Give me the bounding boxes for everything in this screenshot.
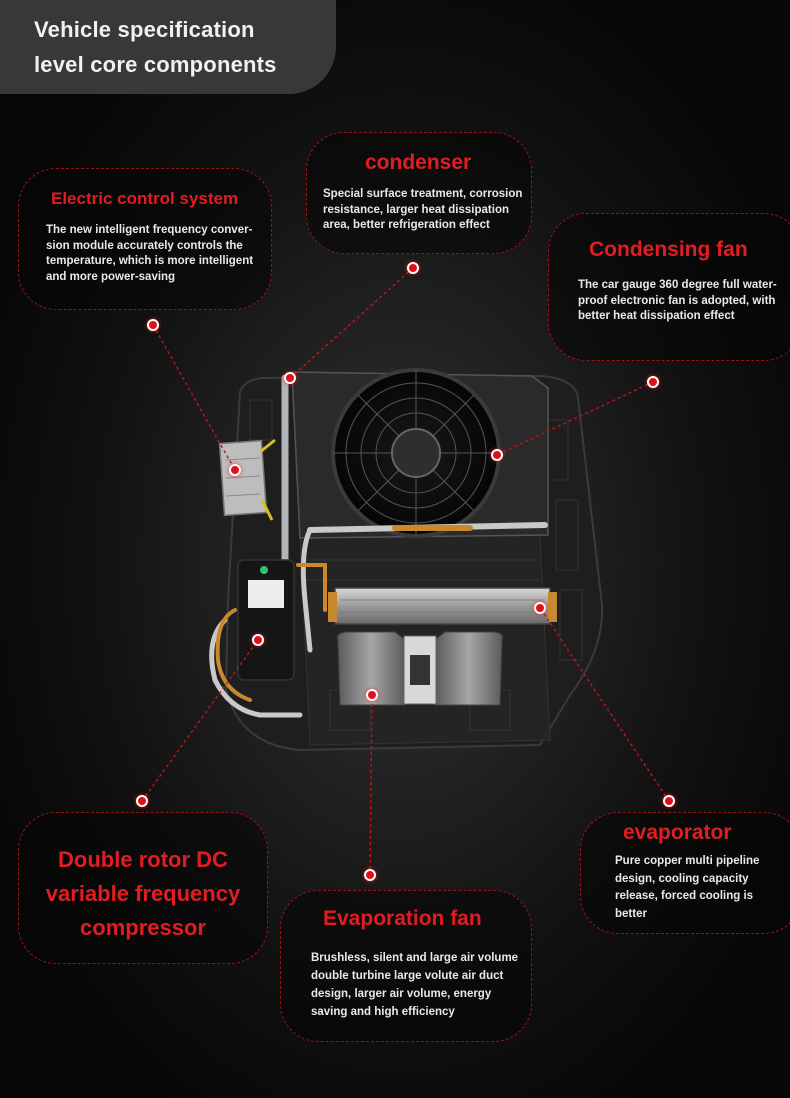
evaporator-coil	[328, 587, 557, 625]
marker-compressor-outer	[136, 795, 148, 807]
leader-lines	[141, 267, 670, 876]
marker-evapfan-outer	[364, 869, 376, 881]
callout-description: Pure copper multi pipeline design, cooli…	[615, 855, 760, 920]
callout-title: Condensing fan	[589, 238, 748, 261]
marker-evaporator-outer	[663, 795, 675, 807]
callout-description: The new intelligent frequency conver- si…	[46, 224, 254, 283]
callout-electric-control: Electric control system The new intellig…	[18, 168, 272, 310]
marker-compressor-inner	[252, 634, 264, 646]
callout-title: evaporator	[623, 821, 732, 844]
page-header: Vehicle specification level core compone…	[0, 0, 336, 94]
callout-description: The car gauge 360 degree full water- pro…	[578, 279, 777, 322]
marker-condfan-inner	[491, 449, 503, 461]
marker-evaporator-inner	[534, 602, 546, 614]
marker-condenser-outer	[407, 262, 419, 274]
marker-electric-outer	[147, 319, 159, 331]
callout-condensing-fan: Condensing fan The car gauge 360 degree …	[548, 213, 790, 361]
control-module	[218, 438, 276, 521]
marker-evapfan-inner	[366, 689, 378, 701]
callout-title: Electric control system	[51, 189, 239, 208]
callout-evaporation-fan: Evaporation fan Brushless, silent and la…	[280, 890, 532, 1042]
callout-title: condenser	[365, 151, 472, 174]
evaporation-blower	[337, 631, 503, 706]
callout-condenser: condenser Special surface treatment, cor…	[306, 132, 532, 254]
condenser-fan	[291, 368, 549, 539]
callout-description: Special surface treatment, corrosion res…	[323, 188, 523, 231]
compressor	[237, 559, 295, 681]
marker-electric-inner	[229, 464, 241, 476]
header-line-1: Vehicle specification	[34, 17, 255, 42]
callout-compressor: Double rotor DC variable frequency compr…	[18, 812, 268, 964]
marker-condenser-inner	[284, 372, 296, 384]
callout-evaporator: evaporator Pure copper multi pipeline de…	[580, 812, 790, 934]
callout-description: Brushless, silent and large air volume d…	[311, 952, 519, 1018]
header-line-2: level core components	[34, 52, 277, 77]
marker-condfan-outer	[647, 376, 659, 388]
refrigerant-pipes	[209, 374, 548, 718]
callout-title: Evaporation fan	[323, 907, 482, 930]
callout-title: Double rotor DC variable frequency compr…	[45, 847, 241, 940]
